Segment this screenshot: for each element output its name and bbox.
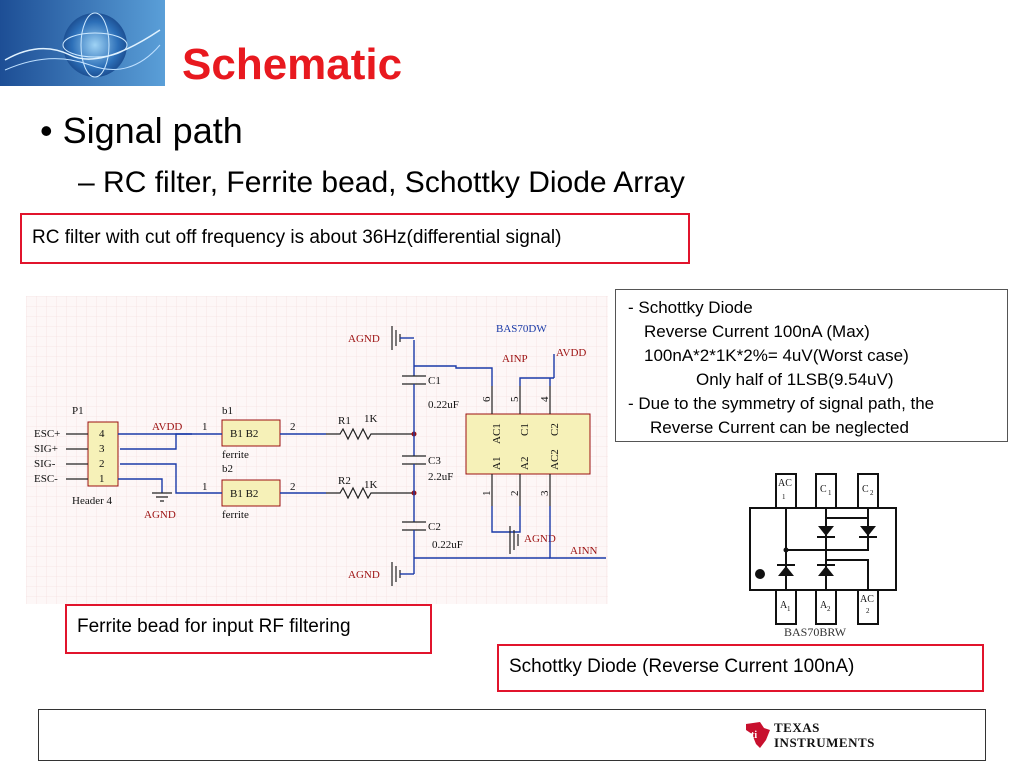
c3-label: C3 — [428, 455, 441, 467]
footer-bar — [38, 709, 986, 761]
avdd-d1-label: AVDD — [556, 347, 586, 359]
c2-value: 0.22uF — [432, 539, 463, 551]
logo-instruments: INSTRUMENTS — [774, 735, 875, 750]
pin-4-d: 4 — [539, 396, 551, 402]
pkg-bot-a1: A — [780, 600, 788, 611]
logo-texas: TEXAS — [774, 720, 820, 735]
d1-pin-c2: C2 — [549, 423, 561, 436]
r1-value: 1K — [364, 413, 378, 425]
svg-text:ti: ti — [751, 730, 757, 741]
pin-2: 2 — [99, 458, 105, 470]
note-line-1: - Schottky Diode — [628, 298, 753, 317]
slide-title: Schematic — [182, 40, 403, 89]
b2-pin1: 1 — [202, 481, 208, 493]
b2-ferrite: ferrite — [222, 509, 249, 521]
agnd-header-label: AGND — [144, 509, 176, 521]
agnd-d1-label: AGND — [524, 533, 556, 545]
b2-pins: B1 B2 — [230, 488, 258, 500]
pin-5: 5 — [509, 396, 521, 402]
pkg-bot-a2: A — [820, 600, 828, 611]
b1-ferrite: ferrite — [222, 449, 249, 461]
b1-pin1: 1 — [202, 421, 208, 433]
d1-pin-ac2: AC2 — [549, 449, 561, 470]
b1-label: b1 — [222, 405, 233, 417]
pin-2-d: 2 — [509, 491, 521, 497]
agnd-bottom-label: AGND — [348, 569, 380, 581]
ferrite-callout: Ferrite bead for input RF filtering — [65, 604, 432, 654]
texas-instruments-logo: ti TEXAS INSTRUMENTS — [742, 718, 882, 754]
d1-pin-a1: A1 — [491, 457, 503, 470]
ainn-label: AINN — [570, 545, 598, 557]
schematic-diagram: P1 Header 4 4 3 2 1 ESC+ SIG+ SIG- ESC- … — [26, 296, 608, 604]
pin-1: 1 — [99, 473, 105, 485]
pin-1-d: 1 — [481, 491, 493, 497]
p1-label: P1 — [72, 405, 84, 417]
b2-label: b2 — [222, 463, 233, 475]
pkg-top-c2-sub: 2 — [870, 489, 874, 497]
b1-pins: B1 B2 — [230, 428, 258, 440]
b2-pin2: 2 — [290, 481, 296, 493]
schottky-callout-text: Schottky Diode (Reverse Current 100nA) — [509, 656, 855, 677]
schottky-notes-box: - Schottky Diode Reverse Current 100nA (… — [615, 289, 1008, 442]
c1-value: 0.22uF — [428, 399, 459, 411]
note-line-2: Reverse Current 100nA (Max) — [644, 322, 870, 341]
pkg-top-ac: AC — [778, 478, 792, 489]
c3-value: 2.2uF — [428, 471, 453, 483]
bullet-signal-path: • Signal path — [40, 110, 243, 151]
pin-3: 3 — [99, 443, 105, 455]
schottky-callout: Schottky Diode (Reverse Current 100nA) — [497, 644, 984, 692]
bas70brw-diagram: AC 1 C 1 C 2 A 1 A 2 AC 2 BAS70BRW — [740, 470, 900, 642]
note-line-3: 100nA*2*1K*2%= 4uV(Worst case) — [644, 346, 909, 365]
pkg-name: BAS70BRW — [784, 625, 847, 639]
r2-value: 1K — [364, 479, 378, 491]
pkg-bot-a2-sub: 2 — [827, 605, 831, 613]
pin-3-d: 3 — [539, 490, 551, 496]
pkg-top-c2: C — [862, 484, 869, 495]
rc-filter-callout: RC filter with cut off frequency is abou… — [20, 213, 690, 264]
pkg-bot-a1-sub: 1 — [787, 605, 791, 613]
signal-sig-minus: SIG- — [34, 458, 56, 470]
signal-sig-plus: SIG+ — [34, 443, 58, 455]
b1-pin2: 2 — [290, 421, 296, 433]
pkg-top-c1-sub: 1 — [828, 489, 832, 497]
c1-label: C1 — [428, 375, 441, 387]
pkg-top-ac-sub: 1 — [782, 493, 786, 501]
signal-esc-minus: ESC- — [34, 473, 58, 485]
avdd-header-label: AVDD — [152, 421, 182, 433]
note-line-4: Only half of 1LSB(9.54uV) — [696, 370, 894, 389]
r1-label: R1 — [338, 415, 351, 427]
rc-filter-callout-text: RC filter with cut off frequency is abou… — [32, 227, 562, 248]
pkg-top-c1: C — [820, 484, 827, 495]
d1-pin-ac1: AC1 — [491, 423, 503, 444]
pin-6: 6 — [481, 396, 493, 402]
header-label: Header 4 — [72, 495, 113, 507]
ainp-label: AINP — [502, 353, 528, 365]
r2-label: R2 — [338, 475, 351, 487]
part-label: BAS70DW — [496, 323, 547, 335]
pkg-bot-ac-sub: 2 — [866, 607, 870, 615]
note-line-5: - Due to the symmetry of signal path, th… — [628, 394, 935, 413]
agnd-top-label: AGND — [348, 333, 380, 345]
c2-label: C2 — [428, 521, 441, 533]
sub-bullet: – RC filter, Ferrite bead, Schottky Diod… — [78, 166, 685, 200]
globe-logo — [0, 0, 165, 86]
pin-4: 4 — [99, 428, 105, 440]
pkg-bot-ac: AC — [860, 594, 874, 605]
d1-pin-c1: C1 — [519, 423, 531, 436]
bullet-signal-path-text: Signal path — [62, 110, 243, 151]
sub-bullet-text: RC filter, Ferrite bead, Schottky Diode … — [103, 166, 685, 199]
ferrite-callout-text: Ferrite bead for input RF filtering — [77, 616, 351, 637]
note-line-6: Reverse Current can be neglected — [650, 418, 909, 437]
sub-bullet-dash: – — [78, 166, 95, 199]
d1-pin-a2: A2 — [519, 457, 531, 470]
signal-esc-plus: ESC+ — [34, 428, 60, 440]
